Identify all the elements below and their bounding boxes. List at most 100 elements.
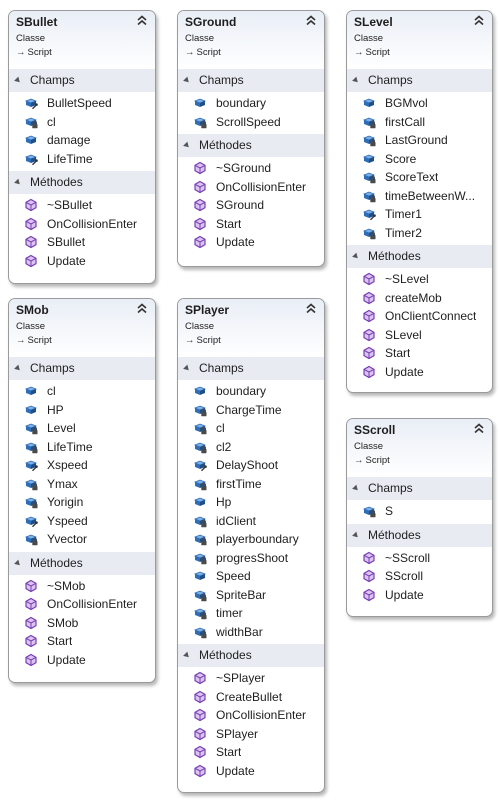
field-item[interactable]: ScrollSpeed bbox=[178, 113, 324, 132]
expand-triangle-icon[interactable] bbox=[352, 484, 360, 493]
field-item[interactable]: widthBar bbox=[178, 623, 324, 642]
field-item[interactable]: firstCall bbox=[347, 113, 492, 132]
section-header-methods[interactable]: Méthodes bbox=[9, 171, 155, 194]
field-item[interactable]: S bbox=[347, 502, 492, 521]
field-item[interactable]: DelayShoot bbox=[178, 456, 324, 475]
expand-triangle-icon[interactable] bbox=[183, 141, 191, 150]
field-item[interactable]: playerboundary bbox=[178, 530, 324, 549]
expand-triangle-icon[interactable] bbox=[14, 364, 22, 373]
method-item[interactable]: OnClientConnect bbox=[347, 307, 492, 326]
expand-triangle-icon[interactable] bbox=[14, 178, 22, 187]
field-item[interactable]: ChargeTime bbox=[178, 401, 324, 420]
field-item[interactable]: cl bbox=[9, 113, 155, 132]
field-item[interactable]: firstTime bbox=[178, 475, 324, 494]
section-header-fields[interactable]: Champs bbox=[9, 357, 155, 380]
method-item[interactable]: OnCollisionEnter bbox=[178, 706, 324, 725]
field-item[interactable]: cl bbox=[178, 419, 324, 438]
method-item[interactable]: ~SPlayer bbox=[178, 669, 324, 688]
collapse-icon[interactable] bbox=[305, 302, 317, 315]
field-item[interactable]: ScoreText bbox=[347, 168, 492, 187]
section-header-fields[interactable]: Champs bbox=[178, 69, 324, 92]
field-item[interactable]: Level bbox=[9, 419, 155, 438]
method-item[interactable]: Start bbox=[178, 215, 324, 234]
field-item[interactable]: timeBetweenW... bbox=[347, 187, 492, 206]
field-item[interactable]: idClient bbox=[178, 512, 324, 531]
section-header-methods[interactable]: Méthodes bbox=[9, 551, 155, 575]
field-item[interactable]: SpriteBar bbox=[178, 586, 324, 605]
expand-triangle-icon[interactable] bbox=[352, 252, 360, 261]
method-item[interactable]: SBullet bbox=[9, 233, 155, 252]
method-item[interactable]: Update bbox=[9, 651, 155, 670]
expand-triangle-icon[interactable] bbox=[183, 364, 191, 373]
method-item[interactable]: Update bbox=[347, 586, 492, 605]
collapse-icon[interactable] bbox=[136, 14, 148, 27]
expand-triangle-icon[interactable] bbox=[352, 76, 360, 85]
method-item[interactable]: Update bbox=[178, 762, 324, 781]
section-header-fields[interactable]: Champs bbox=[347, 477, 492, 500]
method-item[interactable]: SScroll bbox=[347, 567, 492, 586]
field-item[interactable]: progresShoot bbox=[178, 549, 324, 568]
field-item[interactable]: Score bbox=[347, 150, 492, 169]
method-item[interactable]: ~SLevel bbox=[347, 270, 492, 289]
field-item[interactable]: LifeTime bbox=[9, 150, 155, 169]
expand-triangle-icon[interactable] bbox=[352, 531, 360, 539]
field-item[interactable]: boundary bbox=[178, 382, 324, 401]
method-item[interactable]: OnCollisionEnter bbox=[9, 215, 155, 234]
collapse-icon[interactable] bbox=[136, 302, 148, 315]
method-item[interactable]: Update bbox=[9, 252, 155, 271]
field-item[interactable]: Speed bbox=[178, 567, 324, 586]
section-header-methods[interactable]: Méthodes bbox=[347, 245, 492, 268]
field-item[interactable]: boundary bbox=[178, 94, 324, 113]
method-item[interactable]: Update bbox=[178, 233, 324, 252]
field-item[interactable]: LastGround bbox=[347, 131, 492, 150]
method-item[interactable]: ~SGround bbox=[178, 159, 324, 178]
field-item[interactable]: BulletSpeed bbox=[9, 94, 155, 113]
field-item[interactable]: cl2 bbox=[178, 438, 324, 457]
field-item[interactable]: Yorigin bbox=[9, 493, 155, 512]
field-item[interactable]: cl bbox=[9, 382, 155, 401]
method-item[interactable]: createMob bbox=[347, 289, 492, 308]
section-header-fields[interactable]: Champs bbox=[347, 69, 492, 92]
section-header-methods[interactable]: Méthodes bbox=[178, 644, 324, 667]
section-header-fields[interactable]: Champs bbox=[9, 69, 155, 92]
section-header-fields[interactable]: Champs bbox=[178, 357, 324, 380]
expand-triangle-icon[interactable] bbox=[183, 76, 191, 85]
field-item[interactable]: HP bbox=[9, 401, 155, 420]
method-item[interactable]: SGround bbox=[178, 196, 324, 215]
method-item[interactable]: Start bbox=[9, 632, 155, 651]
method-item[interactable]: Start bbox=[178, 743, 324, 762]
field-item[interactable]: Timer2 bbox=[347, 224, 492, 243]
method-item[interactable]: ~SMob bbox=[9, 577, 155, 596]
field-item[interactable]: Yvector bbox=[9, 530, 155, 549]
collapse-icon[interactable] bbox=[473, 14, 485, 27]
field-item[interactable]: Yspeed bbox=[9, 512, 155, 531]
collapse-icon[interactable] bbox=[305, 14, 317, 27]
expand-triangle-icon[interactable] bbox=[14, 76, 22, 85]
method-item[interactable]: Start bbox=[347, 344, 492, 363]
section-header-methods[interactable]: Méthodes bbox=[178, 134, 324, 157]
method-item[interactable]: SLevel bbox=[347, 326, 492, 345]
section-header-methods[interactable]: Méthodes bbox=[347, 523, 492, 547]
field-item[interactable]: Timer1 bbox=[347, 205, 492, 224]
field-item[interactable]: Hp bbox=[178, 493, 324, 512]
method-item[interactable]: ~SBullet bbox=[9, 196, 155, 215]
method-item[interactable]: ~SScroll bbox=[347, 549, 492, 568]
method-item[interactable]: SMob bbox=[9, 614, 155, 633]
expand-triangle-icon[interactable] bbox=[14, 559, 22, 567]
collapse-icon[interactable] bbox=[473, 422, 485, 435]
field-item[interactable]: damage bbox=[9, 131, 155, 150]
field-item[interactable]: Xspeed bbox=[9, 456, 155, 475]
method-item[interactable]: OnCollisionEnter bbox=[178, 178, 324, 197]
method-item[interactable]: Update bbox=[347, 363, 492, 382]
field-item[interactable]: BGMvol bbox=[347, 94, 492, 113]
method-item[interactable]: OnCollisionEnter bbox=[9, 595, 155, 614]
field-item[interactable]: LifeTime bbox=[9, 438, 155, 457]
field-item[interactable]: Ymax bbox=[9, 475, 155, 494]
expand-triangle-icon[interactable] bbox=[183, 651, 191, 660]
